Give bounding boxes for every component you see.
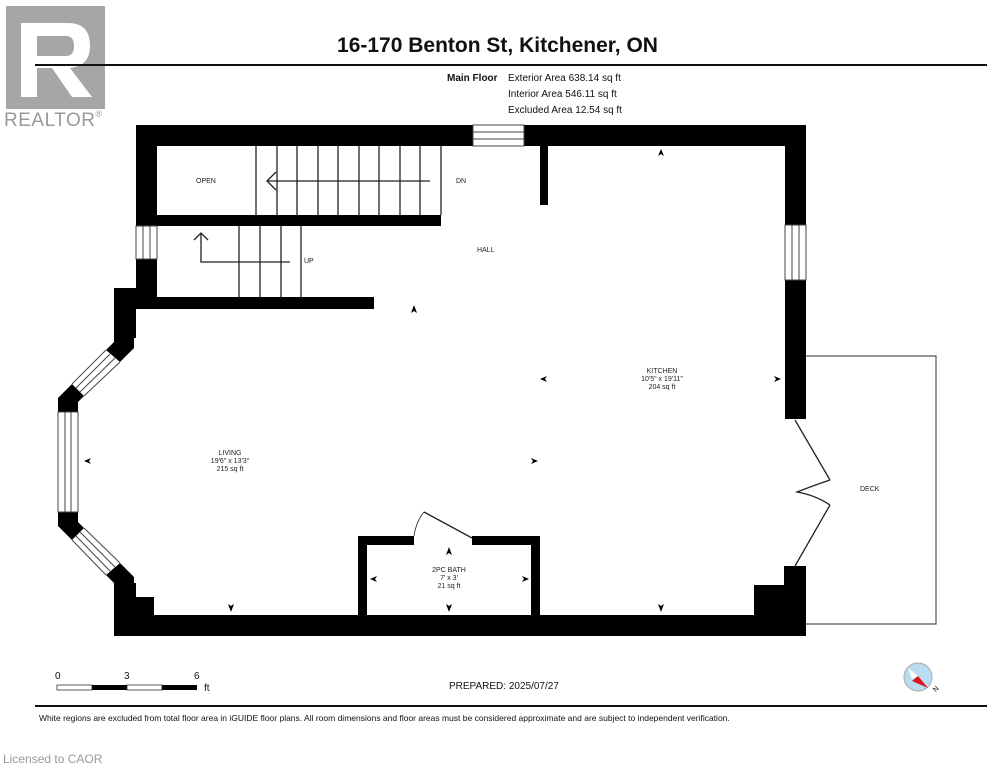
scale-tick-3: 3 xyxy=(124,671,130,682)
excluded-area: Excluded Area 12.54 sq ft xyxy=(508,105,622,116)
wall xyxy=(136,125,157,225)
room-living: LIVING 19'6" x 13'3" 215 sq ft xyxy=(190,450,270,474)
scale-tick-6: 6 xyxy=(194,671,200,682)
deck-outline xyxy=(806,355,937,625)
wall xyxy=(540,146,548,205)
room-living-dimensions: 19'6" x 13'3" xyxy=(210,458,250,465)
stairs-down-label: DN xyxy=(456,178,467,185)
prepared-date: PREPARED: 2025/07/27 xyxy=(449,681,559,692)
room-open-label: OPEN xyxy=(196,178,216,185)
patio-door xyxy=(794,419,831,567)
room-deck-label: DECK xyxy=(860,486,880,493)
room-kitchen-name: KITCHEN xyxy=(646,368,678,375)
realtor-logo xyxy=(6,6,105,109)
wall xyxy=(524,125,806,146)
room-bath-area: 21 sq ft xyxy=(437,583,461,590)
stairs-down xyxy=(255,146,442,215)
stairs-up xyxy=(193,226,302,297)
disclaimer-text: White regions are excluded from total fl… xyxy=(39,713,730,723)
room-hall-label: HALL xyxy=(477,247,495,254)
wall xyxy=(785,125,806,225)
scale-bar xyxy=(56,684,197,691)
wall xyxy=(136,297,374,309)
floor-name: Main Floor xyxy=(447,73,498,84)
wall xyxy=(136,215,441,226)
compass-icon xyxy=(903,662,933,692)
measurement-arrows xyxy=(84,149,781,612)
title-divider xyxy=(35,64,987,66)
page-title: 16-170 Benton St, Kitchener, ON xyxy=(337,34,658,57)
scale-tick-0: 0 xyxy=(55,671,61,682)
room-bath: 2PC BATH 7' x 3' 21 sq ft xyxy=(409,567,489,591)
room-living-area: 215 sq ft xyxy=(216,466,244,473)
stairs-up-label: UP xyxy=(304,258,314,265)
room-kitchen-area: 204 sq ft xyxy=(648,384,676,391)
room-bath-dimensions: 7' x 3' xyxy=(440,575,458,582)
wall xyxy=(114,615,806,636)
exterior-area: Exterior Area 638.14 sq ft xyxy=(508,73,621,84)
wall xyxy=(136,125,473,146)
room-kitchen-dimensions: 10'5" x 19'11" xyxy=(641,376,683,383)
license-text: Licensed to CAOR xyxy=(3,752,103,766)
footer-divider xyxy=(35,705,987,707)
room-living-name: LIVING xyxy=(218,450,242,457)
wall xyxy=(785,280,806,419)
interior-area: Interior Area 546.11 sq ft xyxy=(508,89,617,100)
room-bath-name: 2PC BATH xyxy=(432,567,466,574)
realtor-wordmark: REALTOR® xyxy=(4,109,103,131)
scale-unit: ft xyxy=(204,683,210,694)
realtor-r-icon xyxy=(21,23,92,97)
bath-door xyxy=(413,511,473,539)
room-kitchen: KITCHEN 10'5" x 19'11" 204 sq ft xyxy=(622,368,702,392)
